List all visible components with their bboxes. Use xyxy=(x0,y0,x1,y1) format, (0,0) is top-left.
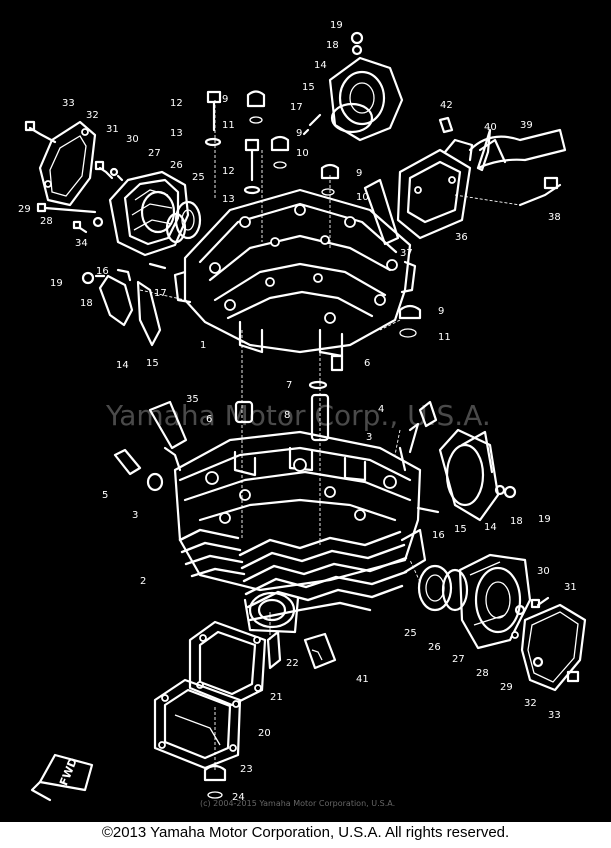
callout-11-a: 11 xyxy=(222,120,235,131)
callout-15-right: 15 xyxy=(454,524,467,535)
callout-42: 42 xyxy=(440,100,453,111)
callout-1: 1 xyxy=(200,340,206,351)
callout-18-top: 18 xyxy=(326,40,339,51)
watermark-small: (c) 2004-2015 Yamaha Motor Corporation, … xyxy=(200,799,395,808)
callout-41: 41 xyxy=(356,674,369,685)
callout-20: 20 xyxy=(258,728,271,739)
callout-13-b: 13 xyxy=(222,194,235,205)
callout-28-left: 28 xyxy=(40,216,53,227)
callout-32-left: 32 xyxy=(86,110,99,121)
callout-21: 21 xyxy=(270,692,283,703)
callout-8: 8 xyxy=(284,410,290,421)
top-right-cap xyxy=(328,31,404,142)
callout-33-right: 33 xyxy=(548,710,561,721)
leader-lines xyxy=(139,100,421,770)
right-lower-cover-assembly xyxy=(417,553,587,692)
callout-18-right: 18 xyxy=(510,516,523,527)
callout-24: 24 xyxy=(232,792,245,803)
callout-17-left: 17 xyxy=(154,288,167,299)
head-cover xyxy=(173,188,417,358)
callout-19-top: 19 xyxy=(330,20,343,31)
callout-14-right: 14 xyxy=(484,522,497,533)
callout-28-right: 28 xyxy=(476,668,489,679)
callout-6-a: 6 xyxy=(364,358,370,369)
callout-3-b: 3 xyxy=(132,510,138,521)
callout-35: 35 xyxy=(186,394,199,405)
callout-17-top: 17 xyxy=(290,102,303,113)
left-cover-assembly xyxy=(24,120,202,257)
exploded-parts-diagram: Yamaha Motor Corp., U.S.A. (c) 2004-2015… xyxy=(0,0,611,822)
callout-36: 36 xyxy=(455,232,468,243)
callout-4: 4 xyxy=(378,404,384,415)
callout-16-left: 16 xyxy=(96,266,109,277)
callout-37: 37 xyxy=(400,248,413,259)
callout-33-left: 33 xyxy=(62,98,75,109)
callout-16-right: 16 xyxy=(432,530,445,541)
callout-7: 7 xyxy=(286,380,292,391)
callout-11-b: 11 xyxy=(438,332,451,343)
callout-5: 5 xyxy=(102,490,108,501)
callout-40: 40 xyxy=(484,122,497,133)
callout-30-left: 30 xyxy=(126,134,139,145)
callout-labels: 19 18 14 15 33 32 31 30 27 26 25 29 28 3… xyxy=(18,20,577,803)
callout-26-right: 26 xyxy=(428,642,441,653)
callout-14-left: 14 xyxy=(116,360,129,371)
callout-23: 23 xyxy=(240,764,253,775)
callout-9-d: 9 xyxy=(438,306,444,317)
callout-29-left: 29 xyxy=(18,204,31,215)
callout-15-top: 15 xyxy=(302,82,315,93)
callout-25-right: 25 xyxy=(404,628,417,639)
callout-9-a: 9 xyxy=(222,94,228,105)
callout-9-c: 9 xyxy=(356,168,362,179)
breather-assembly xyxy=(363,116,567,246)
callout-19-left: 19 xyxy=(50,278,63,289)
cylinder-head xyxy=(173,430,427,634)
callout-2: 2 xyxy=(140,576,146,587)
callout-29-right: 29 xyxy=(500,682,513,693)
right-side-cover xyxy=(416,428,517,522)
callout-13-a: 13 xyxy=(170,128,183,139)
callout-31-left: 31 xyxy=(106,124,119,135)
callout-26-left: 26 xyxy=(170,160,183,171)
left-side-cover xyxy=(81,262,167,347)
callout-31-right: 31 xyxy=(564,582,577,593)
callout-27-left: 27 xyxy=(148,148,161,159)
callout-34-left: 34 xyxy=(75,238,88,249)
callout-32-right: 32 xyxy=(524,698,537,709)
callout-10-b: 10 xyxy=(356,192,369,203)
callout-9-b: 9 xyxy=(296,128,302,139)
callout-10-a: 10 xyxy=(296,148,309,159)
callout-22: 22 xyxy=(286,658,299,669)
studs-and-nuts xyxy=(204,90,422,338)
callout-27-right: 27 xyxy=(452,654,465,665)
callout-12-a: 12 xyxy=(170,98,183,109)
callout-14-top: 14 xyxy=(314,60,327,71)
callout-15-left: 15 xyxy=(146,358,159,369)
callout-18-left: 18 xyxy=(80,298,93,309)
copyright-footer: ©2013 Yamaha Motor Corporation, U.S.A. A… xyxy=(101,824,510,841)
bottom-cover-assembly: FWD xyxy=(30,620,337,802)
callout-19-right: 19 xyxy=(538,514,551,525)
callout-12-b: 12 xyxy=(222,166,235,177)
callout-25-left: 25 xyxy=(192,172,205,183)
callout-39: 39 xyxy=(520,120,533,131)
callout-6-b: 6 xyxy=(206,414,212,425)
callout-30-right: 30 xyxy=(537,566,550,577)
callout-3-a: 3 xyxy=(366,432,372,443)
center-parts xyxy=(113,354,438,492)
callout-38: 38 xyxy=(548,212,561,223)
